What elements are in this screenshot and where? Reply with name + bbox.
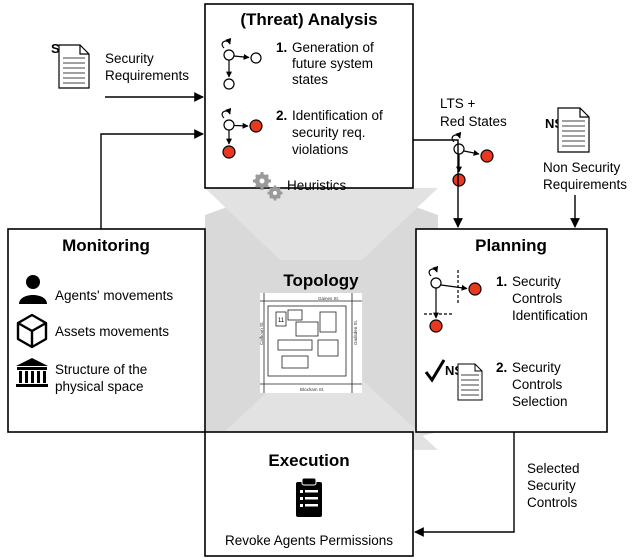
- security-doc-letter: S: [51, 41, 60, 56]
- monitoring-title: Monitoring: [62, 236, 150, 255]
- structure-line1: Structure of the: [55, 362, 147, 377]
- lts-line2: Red States: [440, 114, 507, 129]
- analysis-item2-number: 2.: [276, 108, 287, 123]
- security-req-line1: Security: [105, 51, 154, 66]
- planning-item1-line3: Identification: [512, 308, 588, 323]
- security-req-line2: Requirements: [105, 68, 189, 83]
- planning-item1-number: 1.: [496, 274, 507, 289]
- planning-item2-line3: Selection: [512, 394, 568, 409]
- planning-item2-line1: Security: [512, 360, 561, 375]
- gear-icon: [253, 172, 283, 201]
- planning-item2-number: 2.: [496, 360, 507, 375]
- lts-graph-icon: [451, 131, 494, 187]
- execution-title: Execution: [268, 451, 349, 470]
- planning-to-execution-arrow: [414, 432, 515, 537]
- map-street-bloxham: Bloxham St.: [300, 387, 324, 392]
- analysis-item2-line2: security req.: [292, 125, 366, 140]
- heuristics-label: Heuristics: [287, 178, 347, 193]
- checkmark-icon: [424, 359, 446, 383]
- map-street-gadsden: Gadsden St.: [353, 320, 358, 345]
- non-security-line2: Requirements: [543, 177, 627, 192]
- state-graph-icon: [221, 37, 262, 90]
- planning-item1-line1: Security: [512, 274, 561, 289]
- map-street-calhoun: Calhoun St.: [259, 321, 264, 345]
- unity-logo-icon: [16, 313, 48, 349]
- analysis-to-planning-arrow: [413, 139, 463, 228]
- non-security-requirements-doc: NS Non Security Requirements: [543, 107, 627, 192]
- revoke-permissions-label: Revoke Agents Permissions: [225, 533, 393, 548]
- monitoring-to-analysis-arrow: [100, 129, 204, 229]
- map-room-label: 11: [278, 318, 285, 324]
- document-icon: [58, 44, 90, 89]
- analysis-title: (Threat) Analysis: [240, 10, 377, 29]
- lts-line1: LTS +: [440, 96, 476, 111]
- violation-graph-icon: [221, 107, 263, 159]
- planning-title: Planning: [475, 236, 547, 255]
- document-icon: [457, 363, 483, 401]
- analysis-item1-line3: states: [292, 72, 328, 87]
- monitoring-box: Monitoring Agents' movements Assets move…: [7, 228, 206, 433]
- execution-box: Execution Revoke Agents Permissions: [204, 431, 414, 557]
- document-icon: [557, 107, 590, 153]
- analysis-item2-line1: Identification of: [292, 108, 383, 123]
- assets-movements-label: Assets movements: [55, 324, 169, 339]
- analysis-item1-line2: future system: [292, 56, 373, 71]
- selected-controls-line2: Security: [527, 478, 576, 493]
- planning-box: Planning 1. Security Controls Identifica…: [415, 228, 608, 433]
- clipboard-icon: [296, 477, 322, 517]
- person-icon: [19, 275, 47, 304]
- map-icon: Gaines St. Calhoun St. Gadsden St. Bloxh…: [259, 293, 362, 393]
- selected-controls-line1: Selected: [527, 461, 580, 476]
- connector-wedge-top: [205, 188, 438, 260]
- analysis-item1-number: 1.: [276, 40, 287, 55]
- analysis-box: (Threat) Analysis 1. Generation of futur…: [204, 3, 414, 201]
- analysis-item2-line3: violations: [292, 142, 349, 157]
- analysis-item1-line1: Generation of: [292, 40, 374, 55]
- control-graph-icon: [424, 265, 482, 333]
- planning-item2-line2: Controls: [512, 377, 563, 392]
- map-street-gaines: Gaines St.: [318, 296, 339, 301]
- building-icon: [16, 358, 48, 387]
- security-requirements-doc: S Security Requirements: [51, 41, 189, 89]
- non-security-line1: Non Security: [543, 160, 621, 175]
- topology-title: Topology: [283, 271, 359, 290]
- planning-item1-line2: Controls: [512, 291, 563, 306]
- agents-movements-label: Agents' movements: [55, 288, 173, 303]
- selected-controls-line3: Controls: [527, 495, 578, 510]
- structure-line2: physical space: [55, 379, 144, 394]
